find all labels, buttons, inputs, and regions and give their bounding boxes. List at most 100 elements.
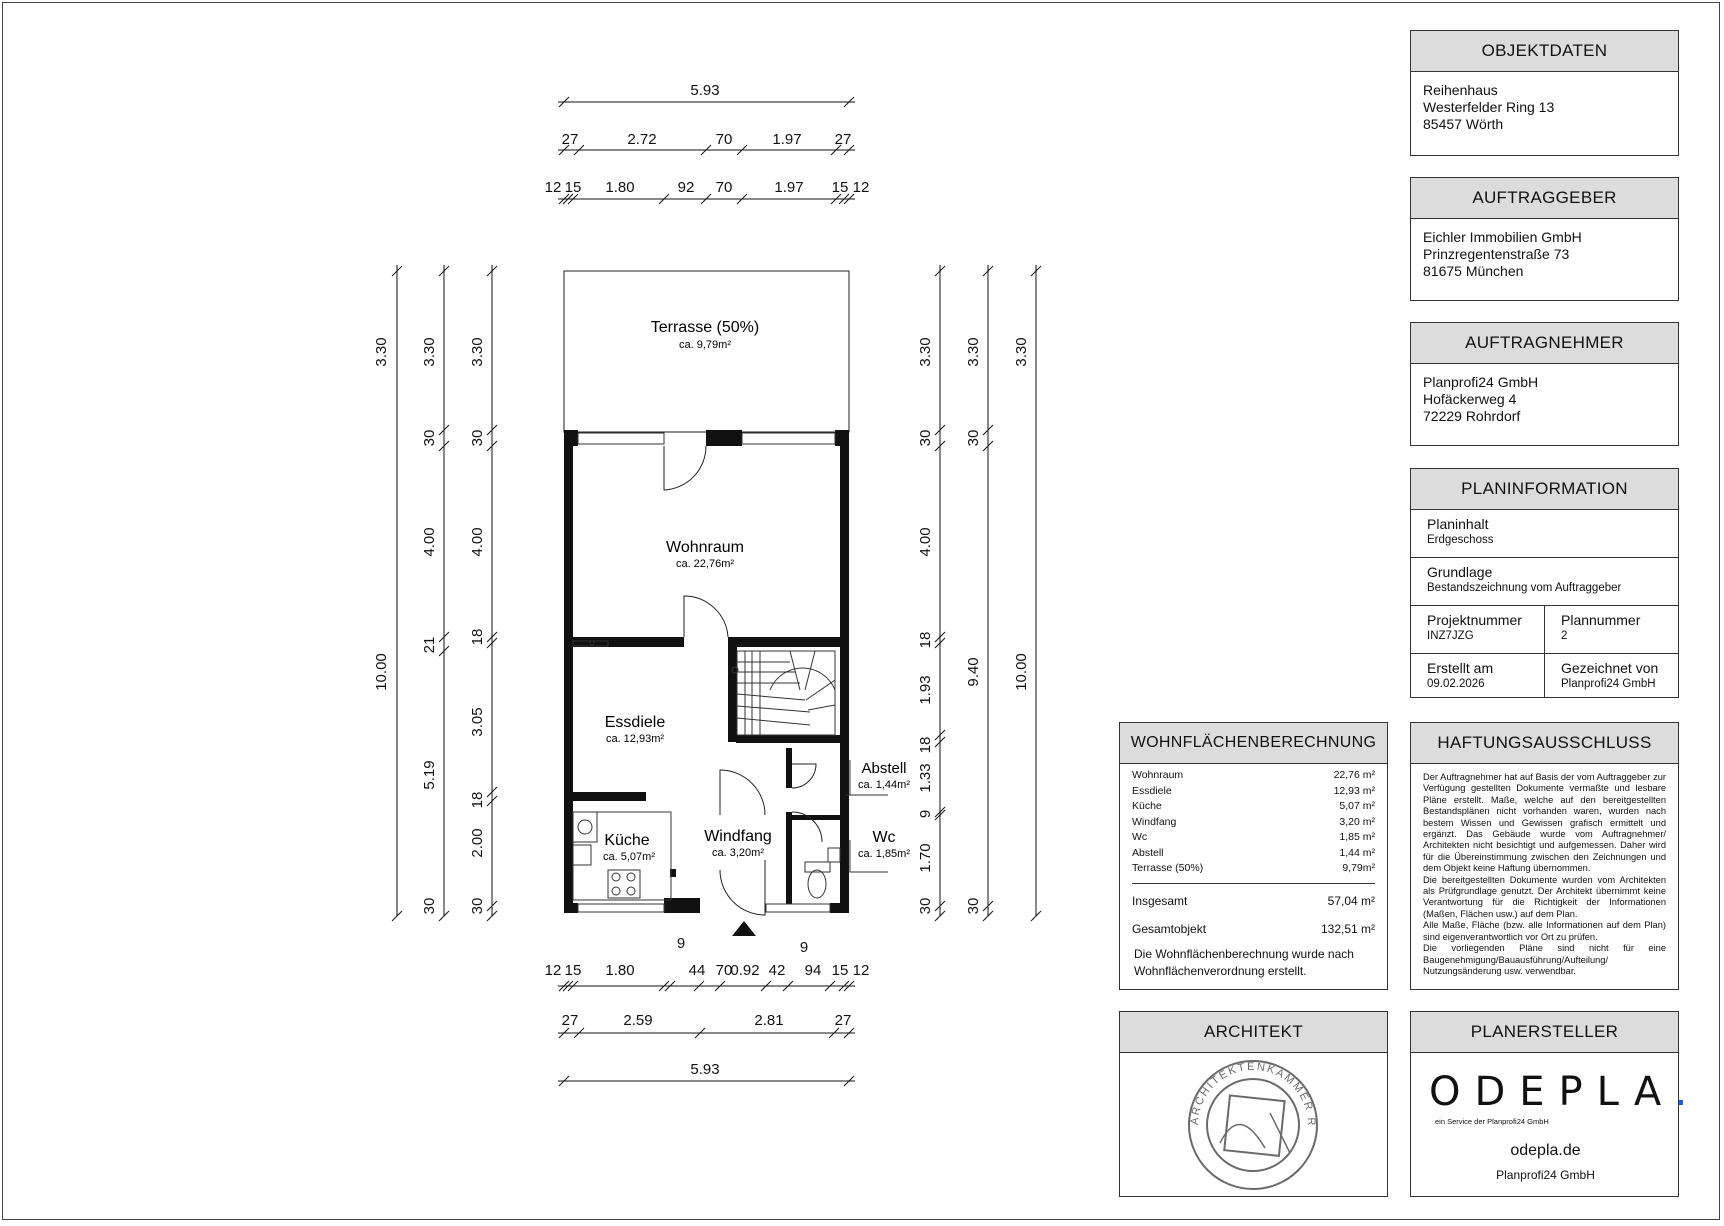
plannummer-label: Plannummer (1561, 612, 1641, 628)
dimension-label: 30 (965, 898, 982, 915)
erstellt-value: 09.02.2026 (1427, 678, 1485, 690)
dimension-label: 2.00 (469, 828, 486, 857)
dimension-label: 12 (853, 179, 870, 196)
dimension-label: 30 (965, 430, 982, 447)
grundlage-label: Grundlage (1427, 564, 1493, 580)
haftung-panel: HAFTUNGSAUSSCHLUSS Der Auftragnehmer hat… (1410, 722, 1679, 990)
dimension-label: 3.30 (965, 337, 982, 366)
auftraggeber-title: AUFTRAGGEBER (1411, 178, 1678, 219)
dimension-label: 30 (917, 898, 934, 915)
dimension-label: 94 (805, 962, 822, 979)
planersteller-panel: PLANERSTELLER ODEPLA. ein Service der Pl… (1410, 1011, 1687, 1197)
dimension-label: 15 (565, 962, 582, 979)
wohnflaeche-row-label: Windfang (1132, 815, 1177, 828)
planersteller-tagline: ein Service der Planprofi24 GmbH (1435, 1117, 1549, 1126)
svg-text:ARCHITEKTENKAMMER RHEINLAND-PF: ARCHITEKTENKAMMER RHEINLAND-PFALZ (1120, 1053, 1317, 1128)
dimension-label: 9 (800, 939, 808, 956)
dimension-label: 44 (689, 962, 706, 979)
dimension-label: 1.33 (917, 763, 934, 792)
dimension-label: 15 (832, 962, 849, 979)
grundlage-value: Bestandszeichnung vom Auftraggeber (1427, 582, 1622, 594)
dimension-label: 2.72 (627, 131, 656, 148)
dimension-label: 92 (678, 179, 695, 196)
room-area: ca. 1,44m² (858, 779, 910, 791)
dimension-label: 3.05 (469, 707, 486, 736)
dimension-label: 1.70 (917, 843, 934, 872)
dimension-label: 9.40 (965, 657, 982, 686)
dimension-label: 4.00 (421, 527, 438, 556)
insgesamt-label: Insgesamt (1132, 893, 1188, 908)
dimension-label: 42 (769, 962, 786, 979)
dimension-label: 12 (853, 962, 870, 979)
room-name: Essdiele (605, 714, 666, 731)
planinformation-panel: PLANINFORMATION Planinhalt Erdgeschoss G… (1410, 468, 1679, 698)
objektdaten-panel: OBJEKTDATEN Reihenhaus Westerfelder Ring… (1410, 30, 1679, 156)
insgesamt-value: 57,04 m² (1327, 893, 1375, 908)
dimension-label: 3.30 (373, 337, 390, 366)
wohnflaeche-row-value: 1,44 m² (1339, 846, 1375, 859)
architekt-title: ARCHITEKT (1120, 1012, 1387, 1053)
dimension-label: 70 (716, 179, 733, 196)
planersteller-company: Planprofi24 GmbH (1496, 1168, 1595, 1182)
projektnummer-label: Projektnummer (1427, 612, 1522, 628)
planinhalt-value: Erdgeschoss (1427, 534, 1494, 546)
logo-text: ODEPLA (1429, 1069, 1675, 1115)
dimension-label: 27 (835, 131, 852, 148)
dimension-label: 3.30 (421, 337, 438, 366)
stamp-text: ARCHITEKTENKAMMER RHEINLAND-PFALZ (1120, 1053, 1315, 1128)
wohnflaeche-row-value: 9,79m² (1342, 862, 1375, 874)
auftragnehmer-panel: AUFTRAGNEHMER Planprofi24 GmbH Hofäckerw… (1410, 322, 1679, 446)
gezeichnet-label: Gezeichnet von (1561, 660, 1659, 676)
wohnflaeche-row-value: 22,76 m² (1333, 769, 1375, 781)
projektnummer-value: INZ7JZG (1427, 630, 1474, 642)
dimension-label: 4.00 (469, 527, 486, 556)
dimension-label: 5.19 (421, 760, 438, 789)
room-name: Wc (872, 829, 895, 846)
dimension-label: 10.00 (1013, 653, 1030, 691)
objektdaten-line1: Reihenhaus (1423, 82, 1498, 98)
dimension-label: 12 (545, 179, 562, 196)
dimension-label: 5.93 (690, 1061, 719, 1078)
planersteller-title: PLANERSTELLER (1411, 1012, 1678, 1053)
room-name: Terrasse (50%) (651, 319, 759, 336)
dimension-label: 3.30 (917, 337, 934, 366)
room-area: ca. 5,07m² (603, 851, 655, 863)
wohnflaeche-row-value: 1,85 m² (1339, 831, 1375, 843)
auftraggeber-line3: 81675 München (1423, 263, 1524, 279)
gesamtobjekt-value: 132,51 m² (1320, 921, 1375, 936)
haftung-paragraph-1: Der Auftragnehmer hat auf Basis der vom … (1423, 772, 1666, 874)
wohnflaeche-row-label: Essdiele (1132, 784, 1172, 797)
auftragnehmer-line3: 72229 Rohrdorf (1423, 408, 1521, 424)
dimension-label: 1.80 (605, 962, 634, 979)
dimension-label: 4.00 (917, 527, 934, 556)
auftraggeber-line1: Eichler Immobilien GmbH (1423, 229, 1582, 245)
entrance-arrow-icon (732, 921, 756, 936)
room-name: Wohnraum (666, 539, 744, 556)
architect-stamp-icon: ARCHITEKTENKAMMER RHEINLAND-PFALZ (1120, 1053, 1318, 1190)
haftung-paragraph-2: Die bereitgestellten Dokumente wurden vo… (1423, 874, 1666, 919)
room-area: ca. 12,93m² (606, 733, 664, 745)
dimension-label: 27 (562, 131, 579, 148)
dimension-label: 1.80 (605, 179, 634, 196)
planersteller-url[interactable]: odepla.de (1510, 1142, 1581, 1159)
dimension-label: 30 (421, 430, 438, 447)
wohnflaeche-note: Die Wohnflächenberechnung wurde nach Woh… (1134, 946, 1354, 978)
haftung-title: HAFTUNGSAUSSCHLUSS (1411, 723, 1678, 764)
wohnflaeche-row-label: Küche (1132, 800, 1162, 812)
dimension-label: 5.93 (690, 82, 719, 99)
dimension-label: 30 (469, 898, 486, 915)
dimension-label: 3.30 (1013, 337, 1030, 366)
auftragnehmer-line2: Hofäckerweg 4 (1423, 391, 1517, 407)
dimension-label: 1.97 (772, 131, 801, 148)
dimension-label: 30 (469, 430, 486, 447)
planinformation-title: PLANINFORMATION (1411, 469, 1678, 510)
dimension-label: 15 (832, 179, 849, 196)
dimension-label: 1.93 (917, 675, 934, 704)
wohnflaeche-row-label: Terrasse (50%) (1132, 862, 1204, 874)
